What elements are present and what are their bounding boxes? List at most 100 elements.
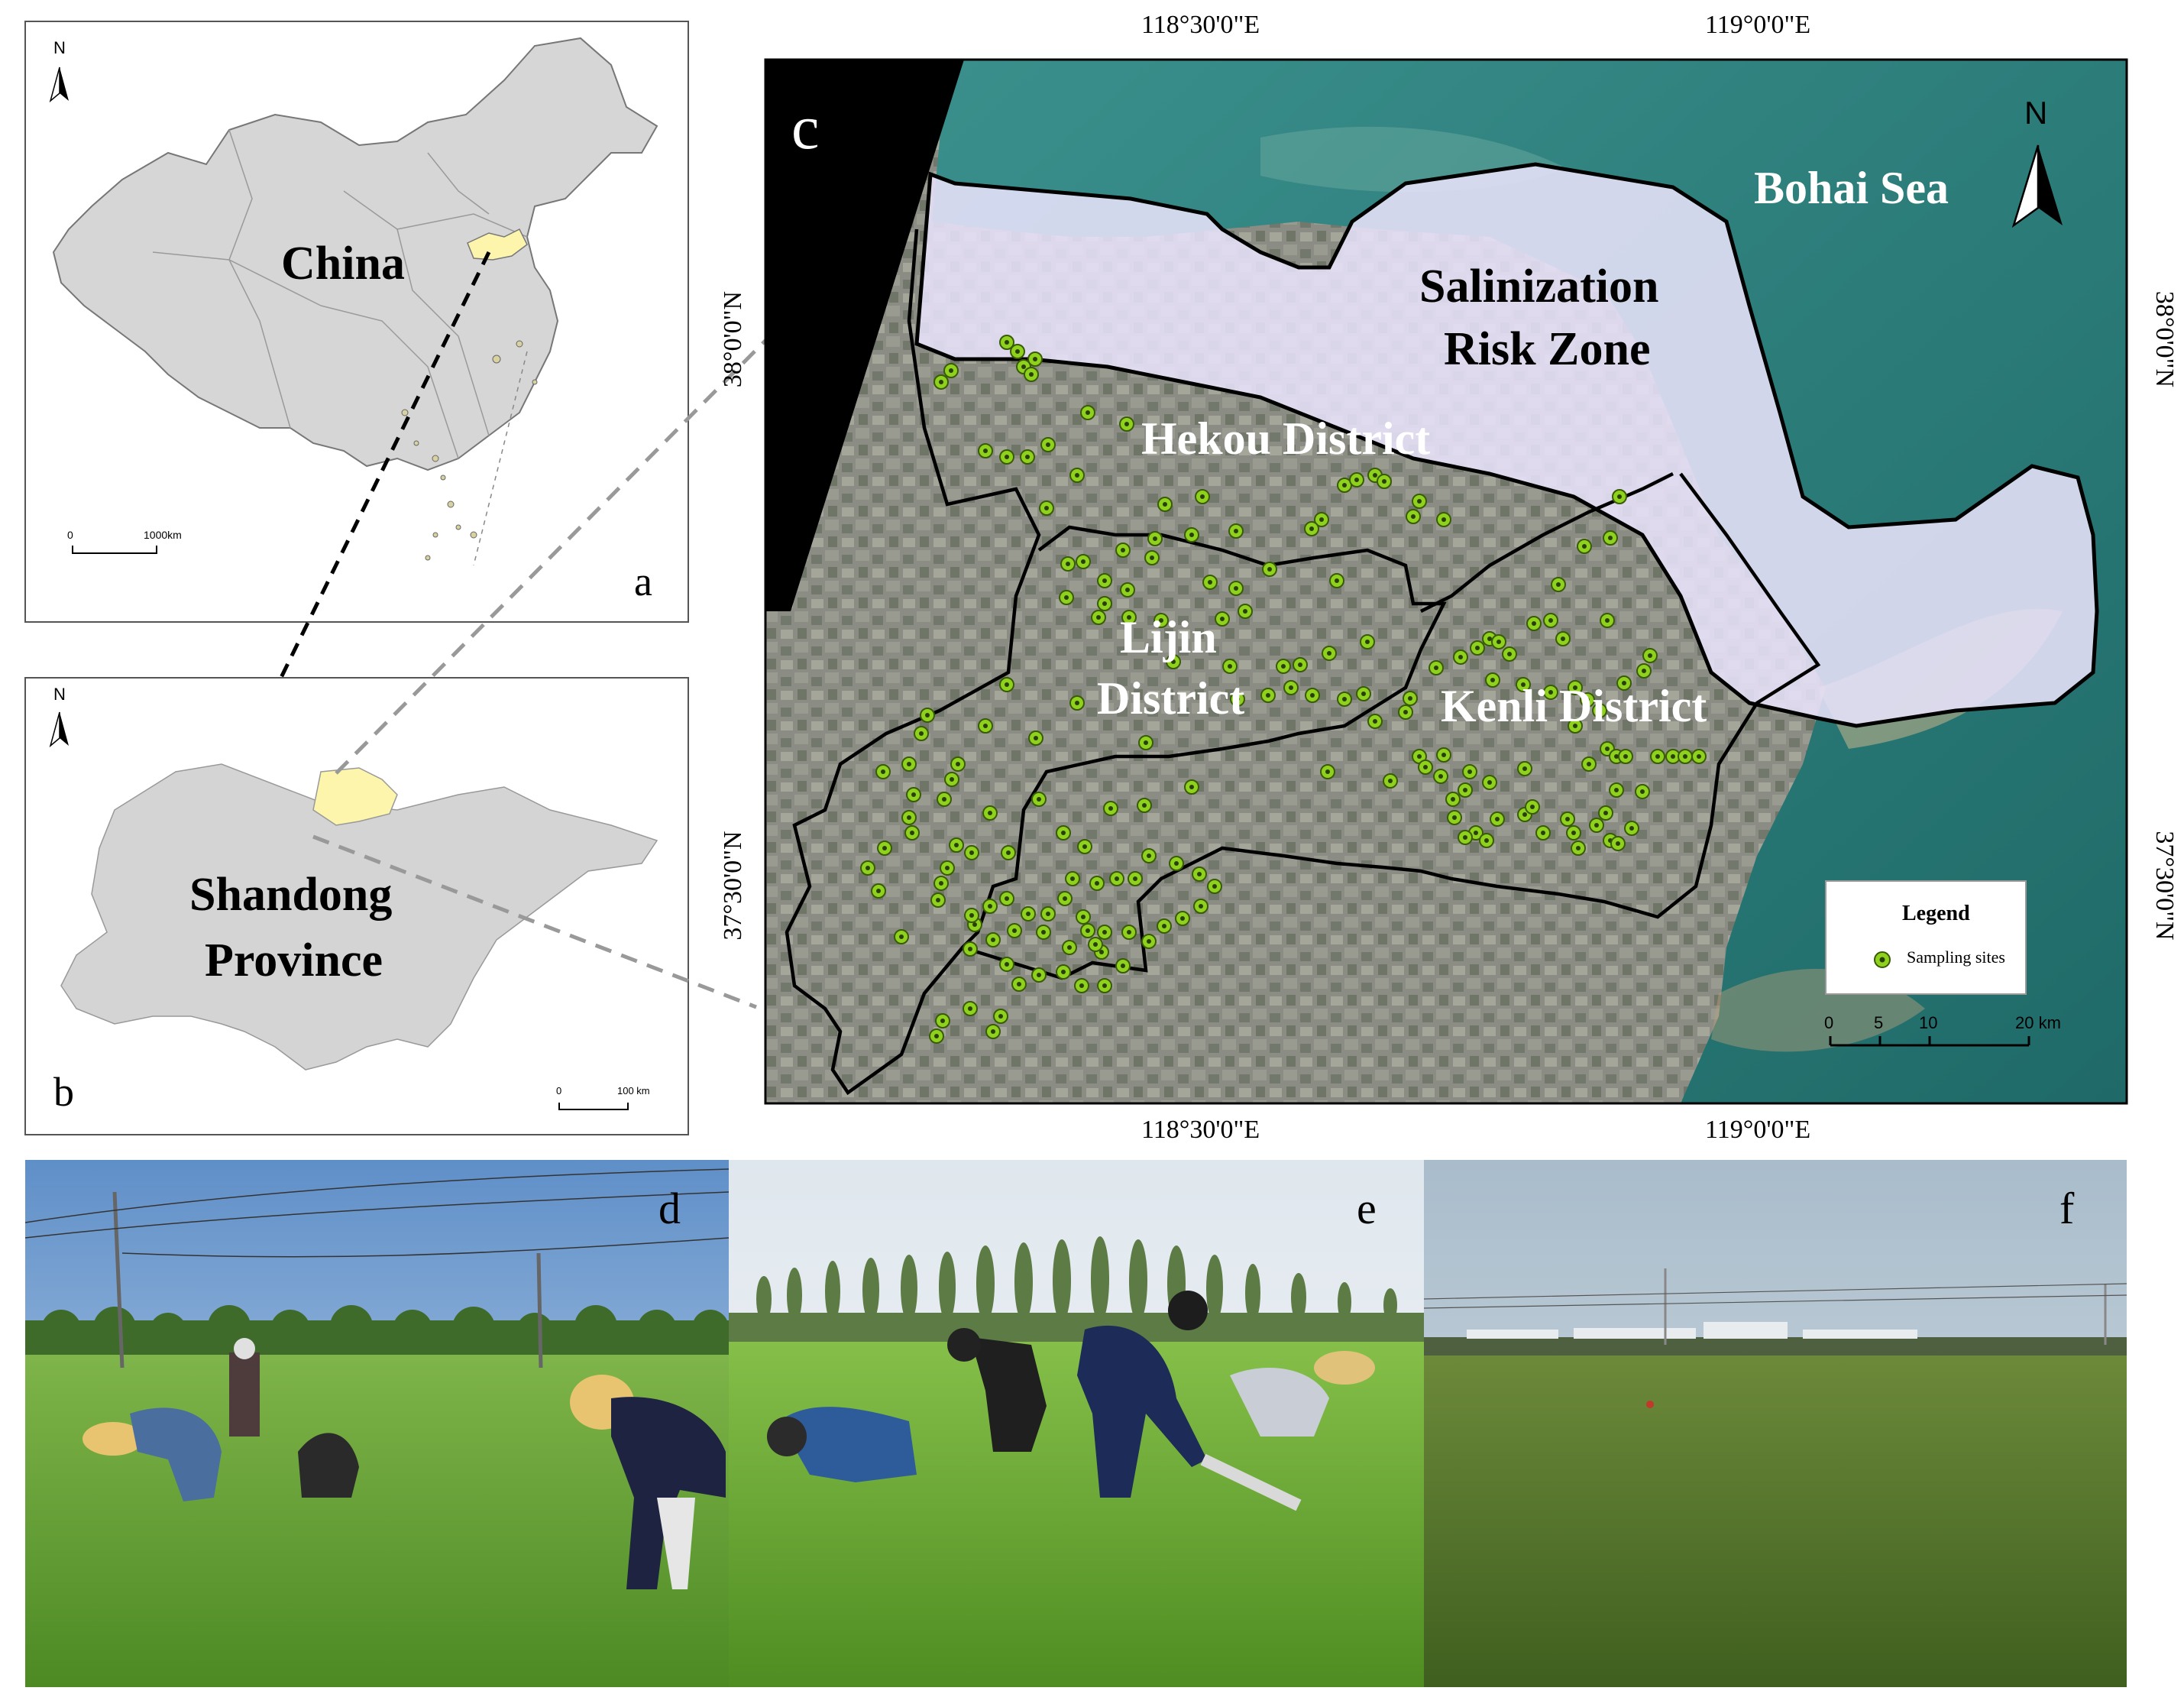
sampling-site-center [1044,506,1049,510]
panel-c-scale-bar [1829,1036,2030,1047]
sampling-site-center [1235,697,1240,701]
sampling-site-center [1298,662,1302,667]
sampling-site-center [1573,724,1577,728]
sampling-site-center [1153,536,1157,541]
sampling-site-center [1530,805,1535,809]
sampling-site-center [1005,962,1009,967]
sampling-site-center [939,380,943,384]
sampling-site-center [1548,690,1553,695]
label-kenli-district: Kenli District [1441,681,1707,731]
sampling-site-center [1605,618,1610,623]
sampling-site-center [1228,664,1232,669]
sampling-site-center [1452,815,1457,820]
sampling-site-center [1354,478,1359,482]
sampling-site-center [991,1029,995,1034]
panel-a-country-label: China [281,238,405,290]
connector-a-b [175,251,491,892]
sampling-site-center [1474,831,1478,835]
sampling-site-center [1234,529,1238,533]
sampling-site-center [1005,682,1009,687]
panel-c-scale-t10: 10 [1919,1013,1938,1032]
panel-a-scale-zero: 0 [67,529,73,541]
panel-c-north-label: N [2024,95,2048,131]
sampling-site-center [1310,693,1315,698]
panel-a-letter: a [634,559,652,604]
sampling-site-center [1212,884,1217,889]
sampling-site-center [1342,483,1347,487]
sampling-site-center [1159,618,1163,623]
sampling-site-center [1064,595,1069,600]
sampling-site-center [1683,754,1687,759]
sampling-site-center [1081,915,1086,919]
sampling-site-center [1189,785,1194,789]
panel-b-scale-bar [558,1103,629,1110]
sampling-site-center [1640,789,1645,794]
photo-d [24,1160,730,1687]
sampling-site-center [1034,736,1038,740]
sampling-sites [860,335,1707,1044]
legend-title: Legend [1902,902,1970,925]
sampling-site-center [968,1006,972,1011]
panel-c-scale-t5: 5 [1874,1013,1884,1032]
sampling-site-center [1373,473,1377,478]
sampling-site-center [866,866,870,870]
sampling-site-center [1463,788,1467,792]
sampling-site-center [1070,876,1075,881]
sampling-site-center [1522,766,1527,771]
sampling-site-center [919,731,924,736]
sampling-site-center [1075,701,1079,705]
sampling-site-center [1115,876,1119,881]
sampling-site-center [1281,664,1286,669]
sampling-site-center [1037,797,1041,802]
sampling-site-center [1438,774,1443,779]
sampling-site-center [1243,609,1247,614]
sampling-site-center [899,934,904,939]
sampling-site-center [1629,826,1634,831]
sampling-site-center [1617,494,1622,499]
sampling-site-center [1616,841,1620,846]
sampling-site-center [939,881,943,886]
sampling-site-center [956,762,960,766]
sampling-site-center [1066,562,1070,566]
sampling-site-center [1495,817,1500,821]
sampling-site-center [1147,854,1151,858]
coord-bottom-left: 118°30'0"E [1141,1116,1260,1144]
sampling-site-center [1015,349,1020,354]
sampling-site-center [1162,924,1166,928]
sampling-site-center [1441,517,1446,522]
sampling-site-center [1373,719,1377,724]
sampling-site-center [1121,548,1125,552]
panel-b-north-label: N [53,685,66,704]
people-e [767,1291,1375,1511]
sampling-site-center [1603,811,1608,815]
sampling-site-center [1037,973,1041,977]
sampling-site-center [1467,769,1472,774]
sampling-site-center [1029,372,1034,377]
no-data-corner [765,60,964,611]
sampling-site-center [1125,588,1130,592]
sampling-site-center [972,922,977,927]
sampling-site-center [1522,812,1527,817]
sampling-site-center [876,889,881,893]
panel-b-north-arrow [49,711,69,748]
label-risk-zone-line2: Risk Zone [1444,323,1651,375]
label-bohai-sea: Bohai Sea [1754,163,1949,213]
label-lijin-line1: Lijin [1120,612,1217,662]
sampling-site-center [1079,983,1084,988]
sampling-site-center [1521,682,1526,687]
sampling-site-center [1102,930,1107,934]
label-lijin-line2: District [1097,673,1245,724]
sampling-site-center [1532,621,1536,626]
panel-b-letter: b [53,1069,74,1115]
sampling-site-center [1147,939,1151,944]
province-borders [152,129,528,459]
sampling-site-center [1220,617,1225,621]
sampling-site-center [949,368,953,373]
panel-a-scale-end: 1000km [144,529,182,541]
sampling-site-center [1382,479,1386,484]
sampling-site-center [1487,780,1492,785]
sampling-site-center [1189,533,1194,537]
sampling-site-center [934,1034,939,1038]
sampling-site-center [1267,567,1272,572]
sampling-site-center [1234,586,1238,591]
